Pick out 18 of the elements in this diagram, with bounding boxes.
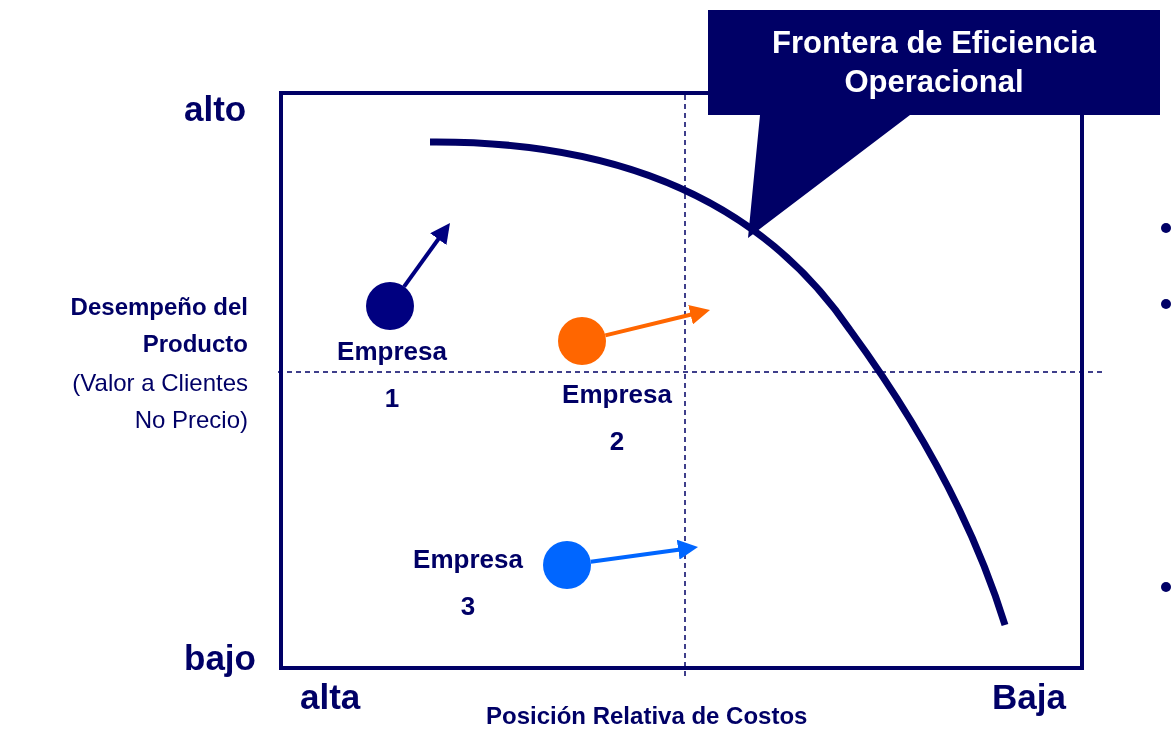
company-dot xyxy=(366,282,414,330)
axis-label: Baja xyxy=(992,676,1068,718)
axis-title: Desempeño del Producto xyxy=(69,292,248,360)
company-label: Empresa 1 xyxy=(336,335,448,415)
arrow xyxy=(402,223,450,288)
callout-bubble xyxy=(708,10,1160,240)
company-label: Empresa 3 xyxy=(412,543,524,623)
axis-label: bajo xyxy=(184,637,257,679)
company-dot xyxy=(558,317,606,365)
company-label: Empresa 2 xyxy=(561,378,673,458)
axis-title: Posición Relativa de Costos xyxy=(486,702,809,731)
callout-text: Frontera de Eficiencia Operacional xyxy=(771,23,1098,101)
arrow xyxy=(590,539,698,564)
axis-label: alto xyxy=(184,88,248,130)
axis-subtitle: (Valor a Clientes No Precio) xyxy=(71,368,248,436)
arrow xyxy=(604,305,710,338)
company-dot xyxy=(543,541,591,589)
axis-label: alta xyxy=(300,676,362,718)
